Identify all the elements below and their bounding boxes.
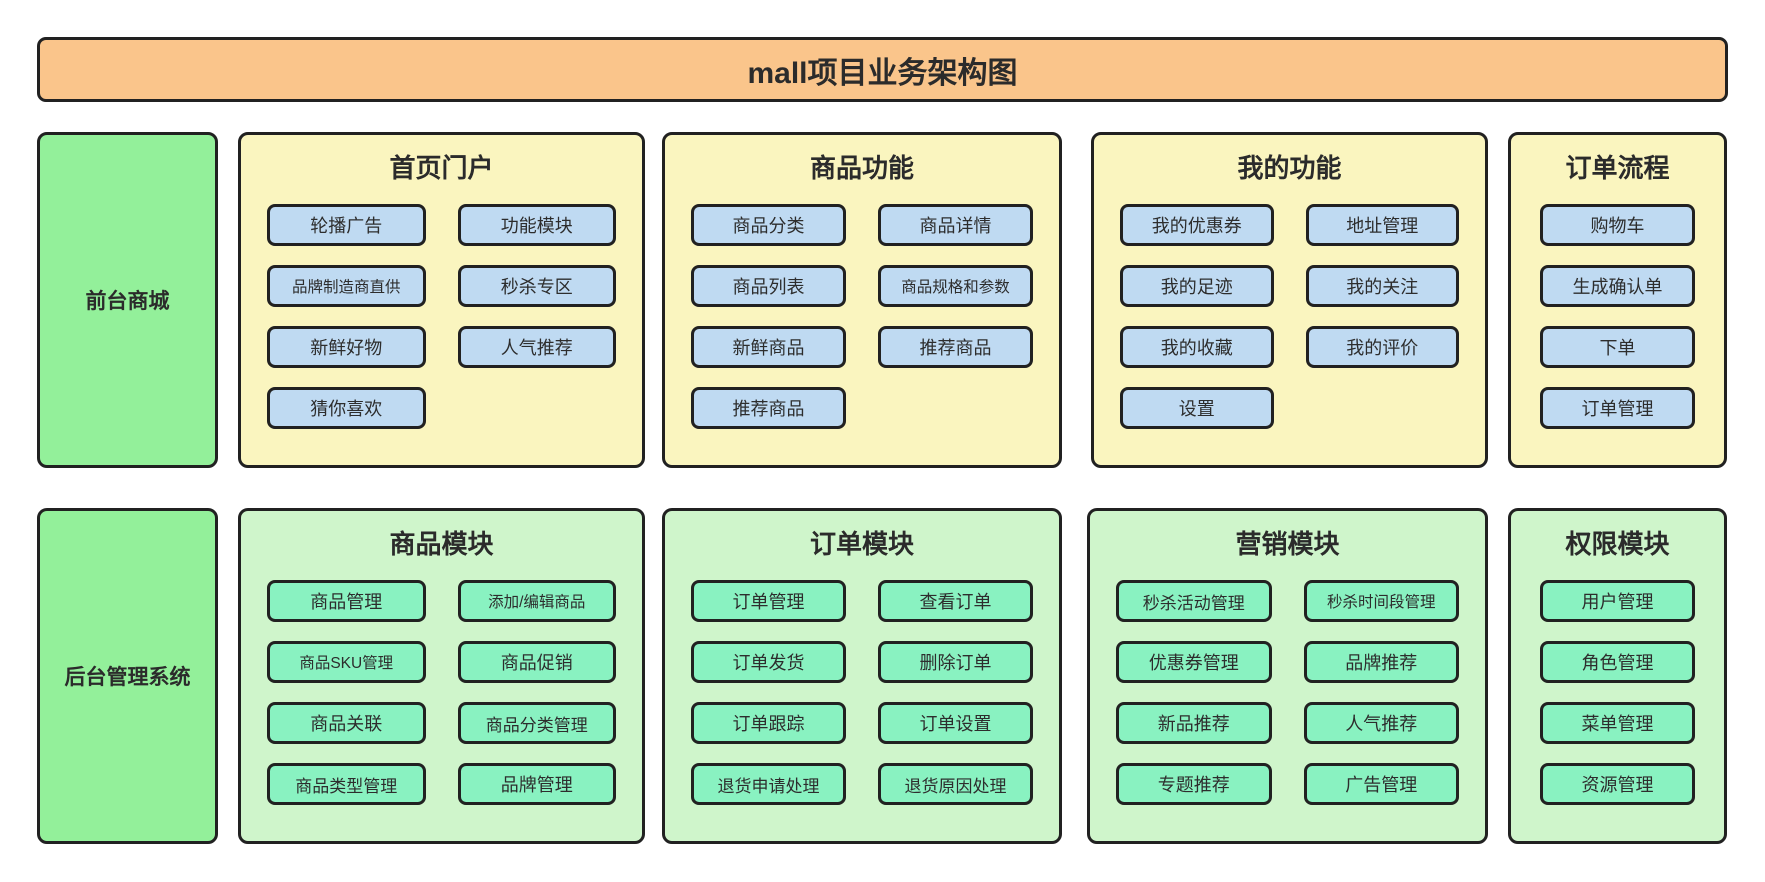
node-button[interactable]: 人气推荐 <box>457 326 616 368</box>
node-button[interactable]: 商品详情 <box>878 204 1033 246</box>
node-button[interactable]: 添加/编辑商品 <box>457 580 616 622</box>
node-button[interactable]: 我的优惠券 <box>1120 204 1274 246</box>
panel-marketing-module: 营销模块 秒杀活动管理 优惠券管理 新品推荐 专题推荐 秒杀时间段管理 品牌推荐… <box>1087 508 1488 844</box>
node-button[interactable]: 商品列表 <box>691 265 846 307</box>
node-button[interactable]: 商品类型管理 <box>267 763 426 805</box>
node-button[interactable]: 订单管理 <box>1540 387 1695 429</box>
panel-title: 权限模块 <box>1565 529 1670 559</box>
node-button[interactable]: 用户管理 <box>1540 580 1695 622</box>
panel-product-module: 商品模块 商品管理 商品SKU管理 商品关联 商品类型管理 添加/编辑商品 商品… <box>238 508 645 844</box>
node-button[interactable]: 地址管理 <box>1305 204 1459 246</box>
node-button[interactable]: 商品分类 <box>691 204 846 246</box>
diagram-title: mall项目业务架构图 <box>37 37 1728 102</box>
node-button[interactable]: 商品关联 <box>267 702 426 744</box>
node-button[interactable]: 新鲜商品 <box>691 326 846 368</box>
node-button[interactable]: 角色管理 <box>1540 641 1695 683</box>
panel-title: 订单模块 <box>809 529 914 559</box>
panel-title: 营销模块 <box>1235 529 1340 559</box>
node-button[interactable]: 下单 <box>1540 326 1695 368</box>
node-button[interactable]: 轮播广告 <box>267 204 426 246</box>
node-button[interactable]: 秒杀时间段管理 <box>1303 580 1459 622</box>
node-button[interactable]: 品牌推荐 <box>1303 641 1459 683</box>
node-button[interactable]: 删除订单 <box>878 641 1033 683</box>
node-button[interactable]: 我的评价 <box>1305 326 1459 368</box>
node-button[interactable]: 新品推荐 <box>1116 702 1272 744</box>
panel-title: 商品功能 <box>809 153 914 183</box>
node-button[interactable]: 退货申请处理 <box>691 763 846 805</box>
panel-title: 首页门户 <box>389 153 494 183</box>
node-button[interactable]: 查看订单 <box>878 580 1033 622</box>
node-button[interactable]: 我的收藏 <box>1120 326 1274 368</box>
node-button[interactable]: 广告管理 <box>1303 763 1459 805</box>
node-button[interactable]: 设置 <box>1120 387 1274 429</box>
node-button[interactable]: 订单跟踪 <box>691 702 846 744</box>
node-button[interactable]: 订单管理 <box>691 580 846 622</box>
node-button[interactable]: 猜你喜欢 <box>267 387 426 429</box>
node-button[interactable]: 资源管理 <box>1540 763 1695 805</box>
node-button[interactable]: 订单发货 <box>691 641 846 683</box>
node-button[interactable]: 秒杀专区 <box>457 265 616 307</box>
node-button[interactable]: 我的足迹 <box>1120 265 1274 307</box>
panel-title: 我的功能 <box>1237 153 1342 183</box>
node-button[interactable]: 新鲜好物 <box>267 326 426 368</box>
node-button[interactable]: 购物车 <box>1540 204 1695 246</box>
panel-order-flow: 订单流程 购物车 生成确认单 下单 订单管理 <box>1508 132 1727 468</box>
node-button[interactable]: 商品促销 <box>457 641 616 683</box>
panel-permission-module: 权限模块 用户管理 角色管理 菜单管理 资源管理 <box>1508 508 1727 844</box>
node-button[interactable]: 功能模块 <box>457 204 616 246</box>
panel-product-features: 商品功能 商品分类 商品列表 新鲜商品 推荐商品 商品详情 商品规格和参数 推荐… <box>662 132 1062 468</box>
node-button[interactable]: 商品SKU管理 <box>267 641 426 683</box>
node-button[interactable]: 人气推荐 <box>1303 702 1459 744</box>
panel-title: 商品模块 <box>389 529 494 559</box>
node-button[interactable]: 商品分类管理 <box>457 702 616 744</box>
node-button[interactable]: 商品管理 <box>267 580 426 622</box>
node-button[interactable]: 订单设置 <box>878 702 1033 744</box>
node-button[interactable]: 推荐商品 <box>691 387 846 429</box>
node-button[interactable]: 菜单管理 <box>1540 702 1695 744</box>
node-button[interactable]: 我的关注 <box>1305 265 1459 307</box>
node-button[interactable]: 推荐商品 <box>878 326 1033 368</box>
node-button[interactable]: 商品规格和参数 <box>878 265 1033 307</box>
node-button[interactable]: 优惠券管理 <box>1116 641 1272 683</box>
node-button[interactable]: 生成确认单 <box>1540 265 1695 307</box>
node-button[interactable]: 专题推荐 <box>1116 763 1272 805</box>
panel-my-features: 我的功能 我的优惠券 我的足迹 我的收藏 设置 地址管理 我的关注 我的评价 <box>1091 132 1488 468</box>
node-button[interactable]: 品牌制造商直供 <box>267 265 426 307</box>
group-label-front-mall: 前台商城 <box>37 132 218 468</box>
node-button[interactable]: 退货原因处理 <box>878 763 1033 805</box>
panel-title: 订单流程 <box>1565 153 1670 183</box>
panel-order-module: 订单模块 订单管理 订单发货 订单跟踪 退货申请处理 查看订单 删除订单 订单设… <box>662 508 1062 844</box>
panel-home-portal: 首页门户 轮播广告 品牌制造商直供 新鲜好物 猜你喜欢 功能模块 秒杀专区 人气… <box>238 132 645 468</box>
node-button[interactable]: 秒杀活动管理 <box>1116 580 1272 622</box>
node-button[interactable]: 品牌管理 <box>457 763 616 805</box>
group-label-admin-system: 后台管理系统 <box>37 508 218 844</box>
